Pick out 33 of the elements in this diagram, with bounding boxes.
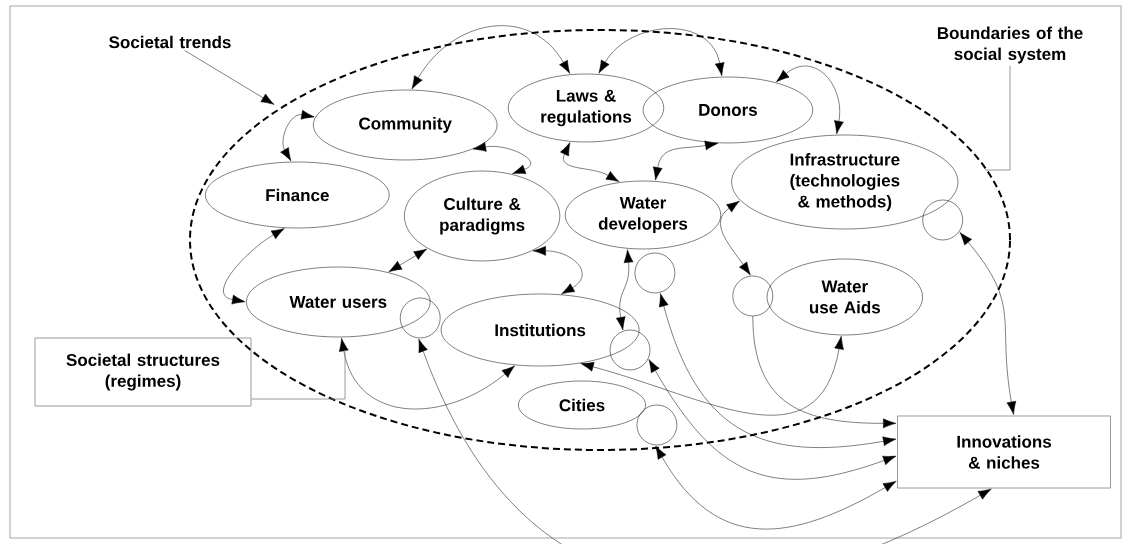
callout-text: Boundaries of the social system xyxy=(937,26,1083,64)
leader-line xyxy=(984,65,1011,171)
small-circle xyxy=(922,199,963,241)
arrow xyxy=(418,338,992,544)
arrow xyxy=(472,142,531,174)
small-circle xyxy=(732,275,774,317)
arrow xyxy=(615,249,634,331)
leader-line xyxy=(251,349,346,400)
arrow xyxy=(223,228,285,305)
arrow xyxy=(655,445,897,530)
arrow xyxy=(959,232,1017,415)
small-circle xyxy=(636,404,678,446)
arrow xyxy=(411,25,571,90)
arrow xyxy=(598,28,725,76)
arrow xyxy=(652,140,719,181)
arrow xyxy=(388,248,428,272)
arrow xyxy=(648,359,897,480)
arrow xyxy=(720,200,751,276)
small-circle xyxy=(634,252,676,294)
arrow xyxy=(580,336,844,416)
small-circle xyxy=(399,297,441,339)
arrow xyxy=(752,316,897,429)
arrow xyxy=(339,338,515,409)
arrow xyxy=(659,293,897,448)
label-box: Innovations & niches xyxy=(897,415,1111,489)
arrow xyxy=(776,65,844,135)
arrow xyxy=(280,110,315,162)
arrow xyxy=(532,246,583,295)
arrow xyxy=(560,142,620,182)
arrow xyxy=(184,50,275,105)
callout-text: Societal trends xyxy=(109,35,231,49)
label-box: Societal structures (regimes) xyxy=(34,337,252,407)
small-circle xyxy=(609,329,651,371)
